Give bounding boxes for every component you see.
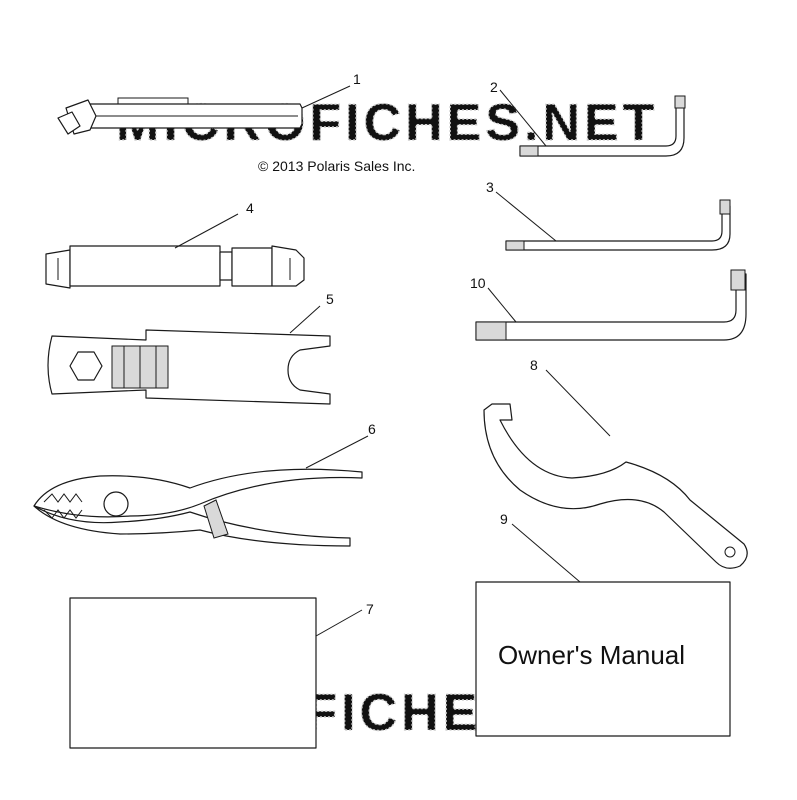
callout-1: 1: [353, 71, 361, 87]
callout-2: 2: [490, 79, 498, 95]
copyright-text: © 2013 Polaris Sales Inc.: [258, 158, 415, 174]
part-2-hex-key: [519, 95, 686, 157]
part-3-hex-key: [505, 199, 731, 251]
part-10-hex-key: [475, 269, 747, 341]
callout-4: 4: [246, 200, 254, 216]
leader-9: [511, 523, 581, 583]
leader-10: [487, 287, 517, 323]
leader-8: [545, 369, 611, 437]
leader-2: [499, 89, 547, 147]
part-7-card: [69, 597, 317, 749]
leader-4: [174, 213, 239, 249]
callout-10: 10: [470, 275, 486, 291]
callout-7: 7: [366, 601, 374, 617]
part-6-pliers: [33, 468, 363, 547]
leader-5: [289, 305, 321, 334]
callout-6: 6: [368, 421, 376, 437]
watermark-top: MICROFICHES.NET: [116, 94, 658, 152]
leader-1: [301, 85, 351, 109]
part-1-tool: [57, 97, 303, 135]
leader-3: [495, 191, 557, 242]
leader-7: [315, 609, 363, 637]
callout-3: 3: [486, 179, 494, 195]
callout-8: 8: [530, 357, 538, 373]
part-4-socket-wrench: [45, 245, 305, 289]
callout-9: 9: [500, 511, 508, 527]
owners-manual-title: Owner's Manual: [498, 640, 685, 670]
callout-5: 5: [326, 291, 334, 307]
part-8-spanner-wrench: [483, 403, 748, 569]
part-5-fork-wrench: [47, 329, 331, 405]
part-9-owners-manual: [475, 581, 731, 737]
leader-6: [305, 435, 369, 469]
